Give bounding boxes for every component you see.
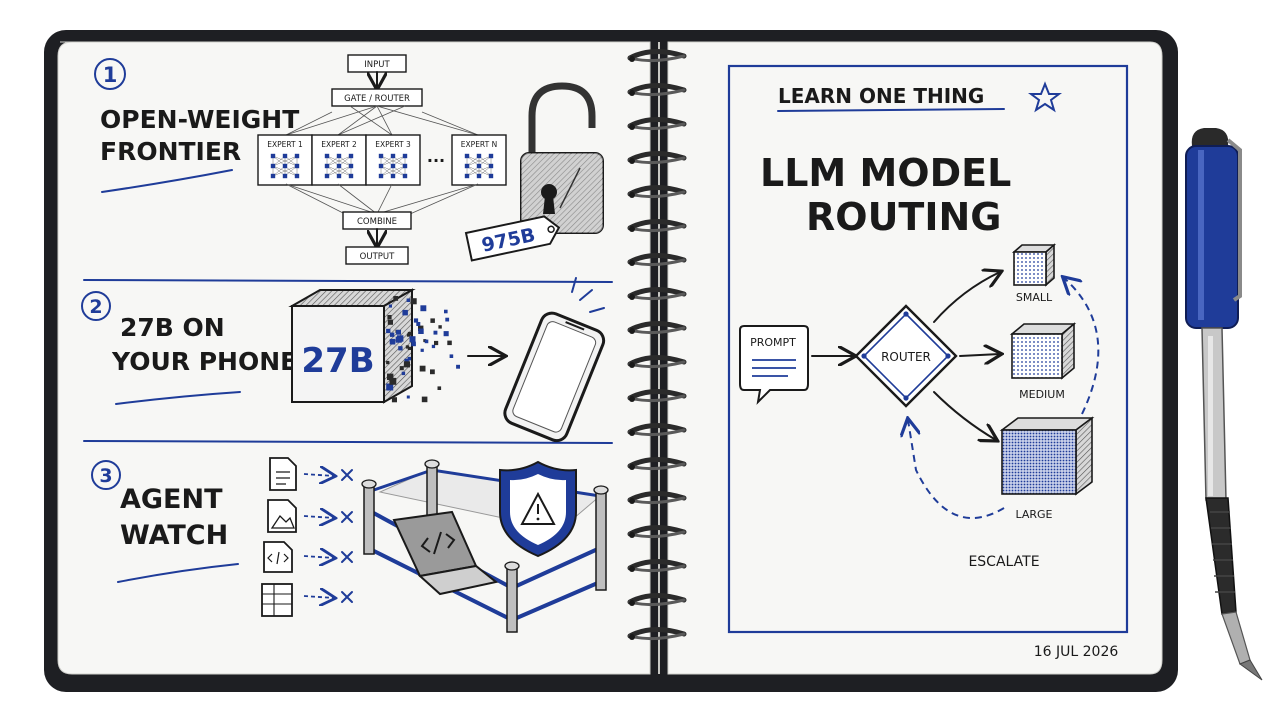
moe-input-label: INPUT	[364, 60, 390, 70]
large-model-cube	[999, 416, 1095, 496]
padlock-icon	[520, 82, 604, 234]
cube-label: 27B	[301, 341, 374, 381]
title-line: ROUTING	[806, 195, 1001, 239]
page-date: 16 JUL 2026	[1034, 644, 1119, 660]
escalate-label: ESCALATE	[968, 554, 1039, 570]
medium-model-cube	[1009, 322, 1077, 380]
moe-expert-label: EXPERT 1	[267, 140, 303, 149]
phone-icon	[503, 277, 606, 443]
moe-expert-label: EXPERT 3	[375, 140, 411, 149]
router-node: ROUTER	[854, 304, 958, 408]
moe-ellipsis: ...	[427, 147, 445, 166]
spreadsheet-icon	[261, 583, 293, 617]
star-icon	[1028, 81, 1062, 113]
divider-line	[83, 279, 613, 283]
model-label-large: LARGE	[1015, 508, 1052, 521]
document-icon	[269, 457, 297, 491]
banner-text: LEARN ONE THING	[778, 84, 984, 108]
moe-expert-label: EXPERT 2	[321, 140, 357, 149]
model-label-medium: MEDIUM	[1019, 388, 1065, 401]
spiral-binding	[627, 49, 687, 641]
dissolve-pixels	[386, 296, 460, 403]
section-number: 1	[103, 63, 118, 87]
prompt-bubble: PROMPT	[739, 325, 809, 405]
image-icon	[267, 499, 297, 533]
section-number: 2	[89, 296, 102, 318]
section-number: 3	[99, 465, 112, 487]
moe-combine-label: COMBINE	[357, 217, 397, 227]
section-title-line: YOUR PHONE	[111, 347, 297, 376]
moe-diagram: INPUT GATE / ROUTER EXPERT 1 EXPERT 2 EXPE…	[257, 54, 507, 265]
router-label: ROUTER	[881, 350, 931, 364]
model-label-small: SMALL	[1016, 291, 1053, 304]
moe-router-label: GATE / ROUTER	[344, 94, 410, 104]
section-title-line: OPEN-WEIGHT	[100, 105, 299, 134]
warning-shield-icon	[499, 460, 577, 558]
moe-output-label: OUTPUT	[360, 252, 395, 262]
small-model-cube	[1011, 243, 1057, 287]
code-icon	[263, 541, 293, 573]
laptop-icon	[392, 510, 499, 596]
section-title-line: FRONTIER	[100, 137, 241, 166]
moe-expert-label: EXPERT N	[461, 140, 497, 149]
prompt-label: PROMPT	[750, 336, 796, 349]
model-cube: 27B	[288, 288, 416, 404]
section-title-line: WATCH	[120, 520, 228, 551]
title-line: LLM MODEL	[760, 151, 1011, 195]
divider-line	[83, 440, 613, 444]
section-title-line: AGENT	[120, 484, 223, 515]
right-page-frame	[727, 64, 1129, 634]
pen-icon	[1185, 128, 1263, 681]
section-title-line: 27B ON	[120, 313, 225, 342]
